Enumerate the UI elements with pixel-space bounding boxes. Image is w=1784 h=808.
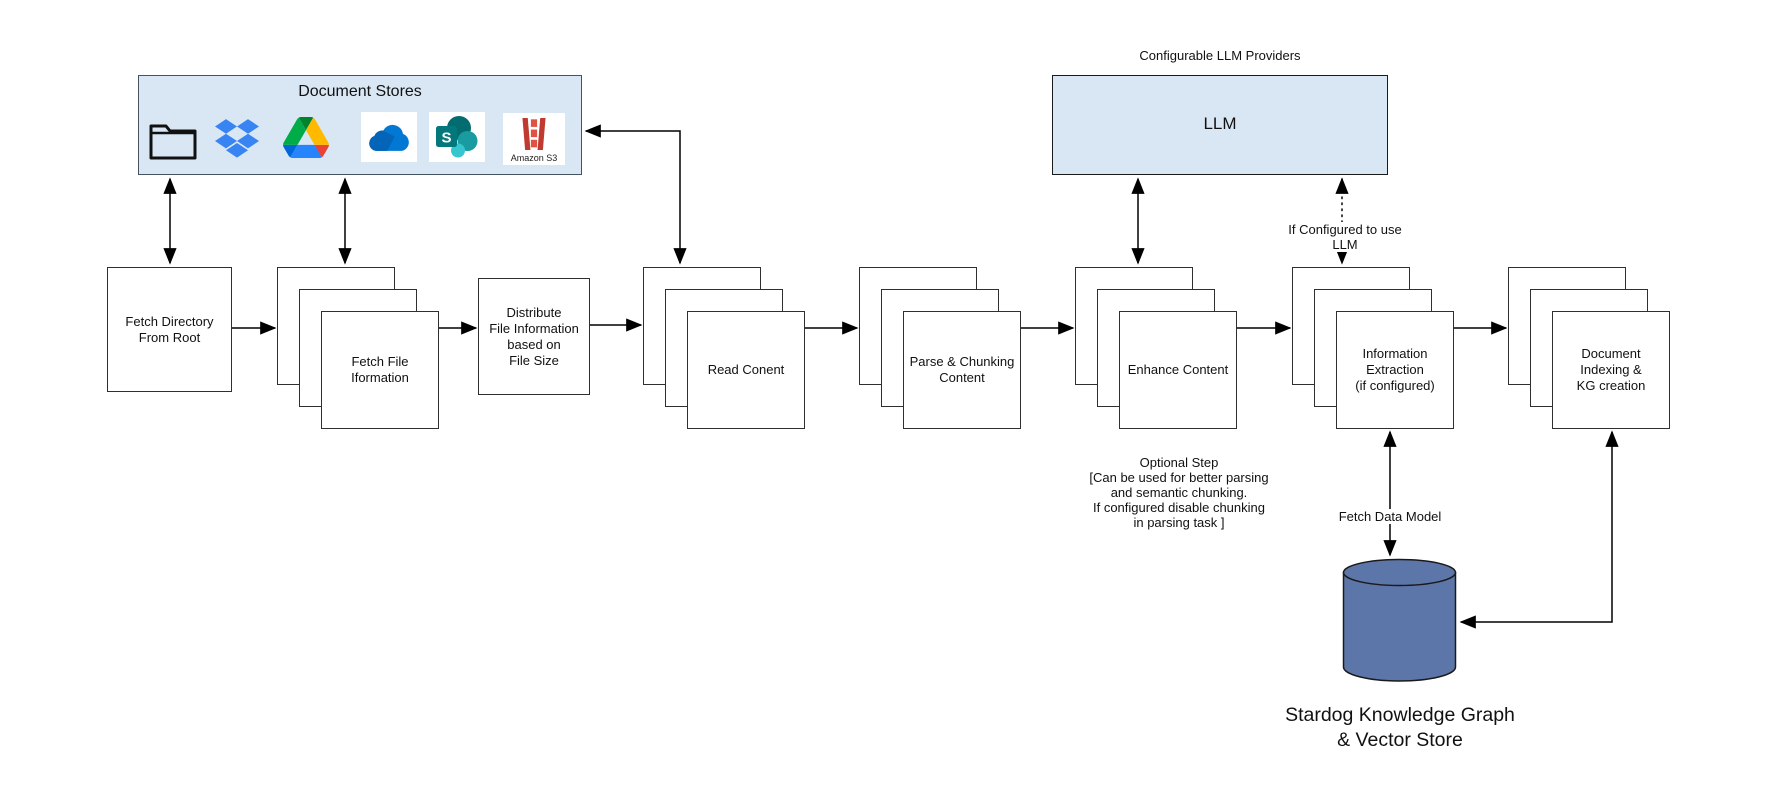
- node-enhance: Enhance Content: [1119, 311, 1237, 429]
- amazon-s3-icon: Amazon S3: [503, 113, 565, 165]
- onedrive-icon: [361, 112, 417, 162]
- fetch-data-model-label: Fetch Data Model: [1310, 494, 1470, 524]
- node-read-content: Read Conent: [687, 311, 805, 429]
- document-stores-title: Document Stores: [298, 83, 422, 100]
- llm-providers-caption: Configurable LLM Providers: [1139, 48, 1301, 63]
- node-fetch-file-stack: Fetch File Iformation: [277, 267, 439, 429]
- node-parse-chunking: Parse & Chunking Content: [903, 311, 1021, 429]
- llm-label: LLM: [1203, 114, 1237, 133]
- dropbox-icon: [215, 119, 259, 163]
- node-enhance-stack: Enhance Content: [1075, 267, 1237, 429]
- optional-step-note: Optional Step [Can be used for better pa…: [1089, 455, 1269, 530]
- node-doc-indexing-stack: Document Indexing & KG creation: [1508, 267, 1670, 429]
- sharepoint-icon: S: [429, 112, 485, 162]
- node-distribute: Distribute File Information based on Fil…: [478, 278, 590, 395]
- document-stores-panel: Document Stores: [138, 75, 582, 175]
- node-fetch-directory: Fetch Directory From Root: [107, 267, 232, 392]
- folder-icon: [148, 116, 198, 166]
- node-info-extraction: Information Extraction (if configured): [1336, 311, 1454, 429]
- llm-panel: LLM: [1052, 75, 1388, 175]
- arrow-indexing-stardog: [1459, 430, 1619, 629]
- arrow-stores-read-content: [584, 124, 687, 265]
- if-configured-label: If Configured to use LLM: [1274, 207, 1416, 252]
- amazon-s3-caption: Amazon S3: [510, 152, 558, 163]
- stardog-database-cylinder: [1342, 558, 1457, 689]
- node-parse-chunking-stack: Parse & Chunking Content: [859, 267, 1021, 429]
- node-fetch-file: Fetch File Iformation: [321, 311, 439, 429]
- sharepoint-s-badge: S: [441, 130, 451, 147]
- node-doc-indexing: Document Indexing & KG creation: [1552, 311, 1670, 429]
- google-drive-icon: [283, 117, 329, 163]
- node-info-extraction-stack: Information Extraction (if configured): [1292, 267, 1454, 429]
- stardog-label: Stardog Knowledge Graph & Vector Store: [1285, 704, 1515, 751]
- node-read-content-stack: Read Conent: [643, 267, 805, 429]
